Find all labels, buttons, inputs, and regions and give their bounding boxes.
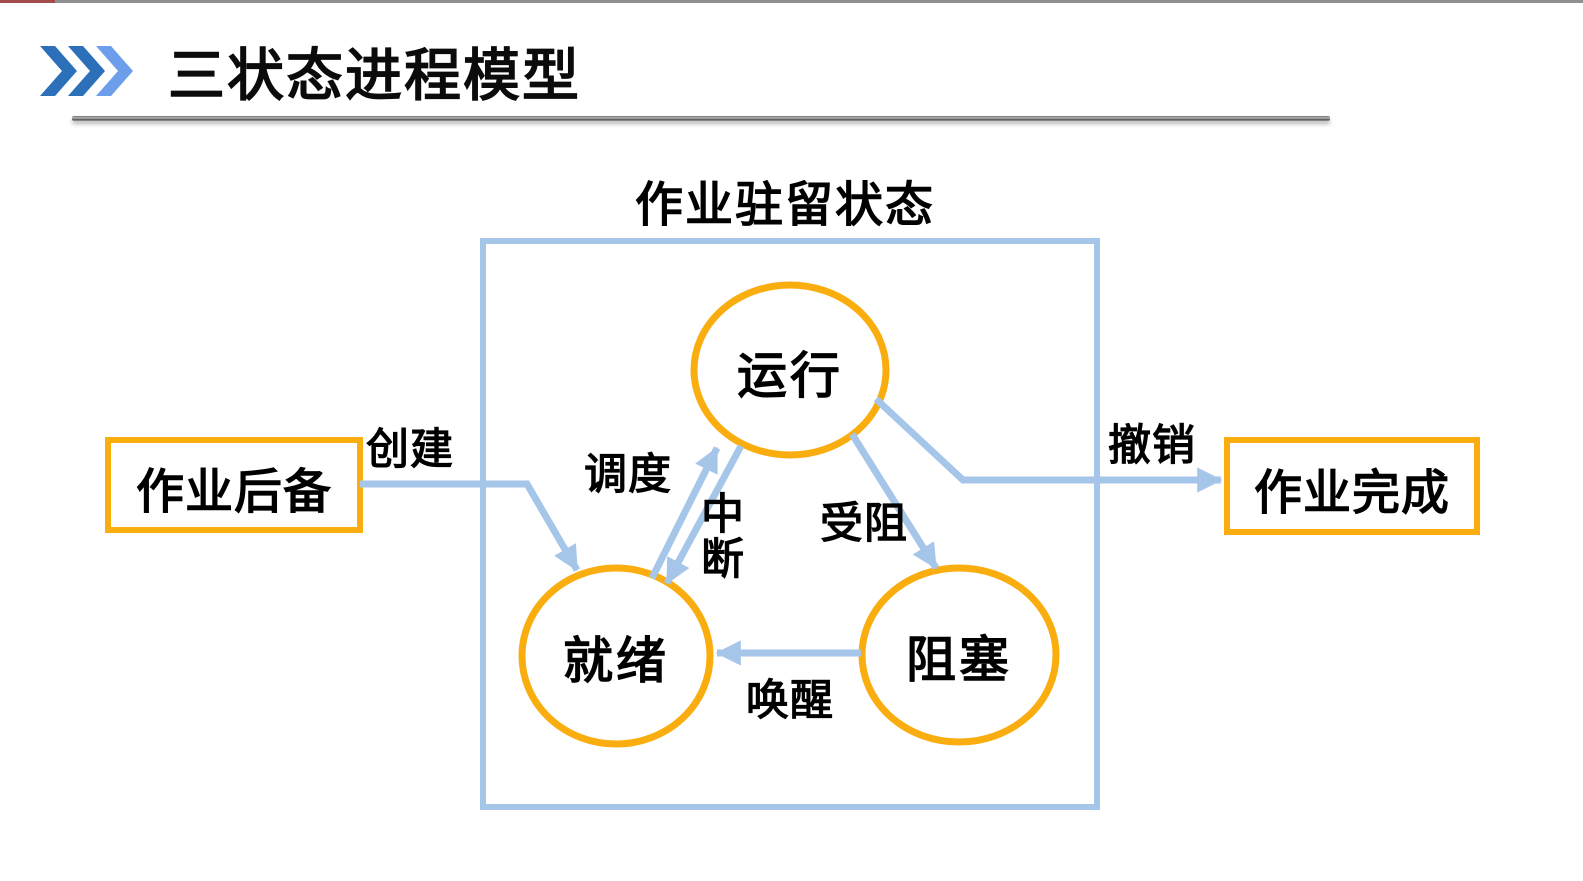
label-interrupt: 中断 [701,491,744,584]
label-wakeup: 唤醒 [746,677,834,725]
chevron-3-icon [96,46,133,96]
state-label-blocked: 阻塞 [906,632,1012,688]
job-backlog-label: 作业后备 [135,466,333,519]
video-progress-watched [0,0,55,3]
arrow-terminate [873,396,1223,493]
arrow-block [849,432,939,570]
job-finished-label: 作业完成 [1253,467,1451,520]
chevron-2-icon [68,46,105,96]
state-label-ready: 就绪 [563,633,669,689]
chevron-1-icon [40,46,77,96]
triple-chevron-icon [40,46,133,96]
video-progress-bar[interactable] [0,0,1583,3]
state-node-blocked [858,564,1060,746]
arrow-interrupt [663,444,745,585]
label-create: 创建 [366,426,454,474]
label-schedule: 调度 [584,451,672,499]
state-node-running [690,281,890,459]
label-terminate: 撤销 [1108,422,1196,470]
arrow-create [360,480,581,572]
label-block: 受阻 [820,500,908,548]
state-node-ready [518,564,714,748]
arrow-schedule [648,446,721,580]
job-finished-box [1224,437,1480,535]
title-divider [72,116,1330,121]
resident-state-box-title: 作业驻留状态 [634,179,936,232]
state-label-running: 运行 [737,348,843,404]
slide-header: 三状态进程模型 [40,30,581,112]
job-backlog-box [105,437,363,533]
resident-state-box [480,238,1100,810]
page-title: 三状态进程模型 [168,44,581,108]
